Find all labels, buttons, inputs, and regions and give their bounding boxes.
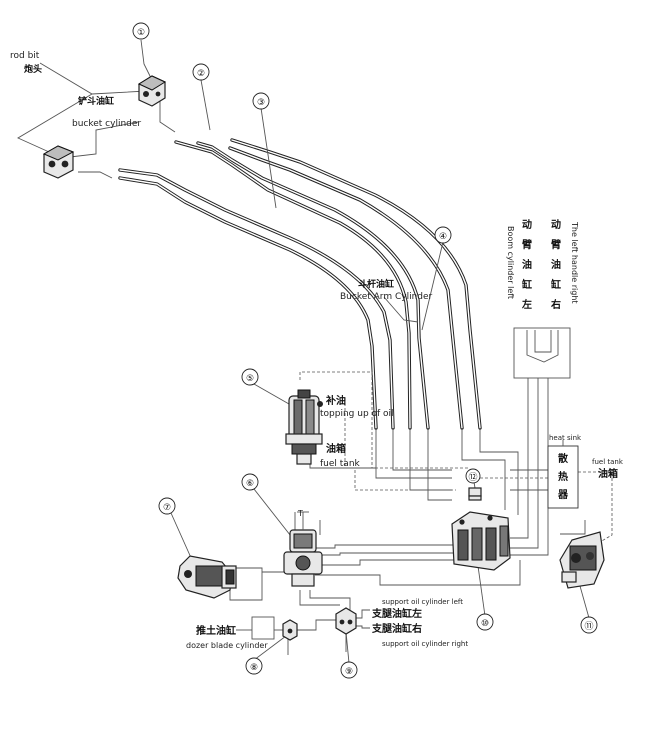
small-valve-icon — [282, 619, 298, 641]
boom-cn-right-1: 臂 — [551, 238, 561, 251]
component-7-rotary-motor — [177, 555, 237, 599]
hose-2 — [174, 140, 412, 430]
fuel-tank-mid-label-cn: 油箱 — [326, 442, 346, 455]
gear-pump-icon — [559, 531, 605, 589]
boom-cn-right-2: 油 — [551, 258, 561, 271]
callout-10: ⑩ — [476, 613, 494, 631]
heat-sink-label-en: heat sink — [549, 434, 582, 442]
topping-oil-label-en: topping up of oil — [320, 409, 394, 419]
callout-3: ③ — [252, 92, 270, 110]
fuel-tank-mid-label-en: fuel tank — [320, 459, 361, 469]
callout-12-text: ⑫ — [468, 472, 477, 483]
rod-bit-label-cn: 炮头 — [24, 63, 42, 75]
hose-3 — [118, 168, 395, 430]
support-right-label-cn: 支腿油缸右 — [371, 622, 422, 635]
callout-7-text: ⑦ — [163, 503, 171, 513]
hose-bundle — [118, 138, 482, 430]
boom-cn-left-0: 动 — [522, 218, 532, 231]
fuel-tank-right-label-en: fuel tank — [592, 458, 624, 466]
boom-cylinder-right-cn: 动 臂 油 缸 右 — [550, 218, 561, 311]
component-12-small-valve — [468, 487, 482, 501]
callout-5: ⑤ — [241, 368, 259, 386]
boom-cn-right-0: 动 — [551, 218, 561, 231]
callout-4: ④ — [434, 226, 452, 244]
rod-bit-label-en: rod bit — [10, 51, 40, 61]
rotary-motor-icon — [177, 555, 237, 599]
hydraulic-pump-icon — [285, 389, 323, 465]
bucket-arm-label-cn: 斗杆油缸 — [358, 278, 394, 290]
bucket-arm-label-en: Bucket Arm Cylinder — [340, 292, 433, 302]
component-1-valve-block — [137, 75, 167, 107]
hose-4 — [118, 176, 378, 430]
valve-block-icon — [42, 145, 75, 179]
topping-oil-label-cn: 补油 — [325, 394, 346, 407]
callout-3-text: ③ — [257, 98, 265, 108]
component-rod-bit-block — [42, 145, 75, 179]
heat-sink-box — [547, 440, 579, 509]
callout-10-text: ⑩ — [481, 619, 489, 629]
support-left-label-cn: 支腿油缸左 — [371, 607, 422, 620]
support-right-label-en: support oil cylinder right — [382, 640, 468, 648]
callout-1: ① — [132, 22, 150, 40]
dozer-blade-label-en: dozer blade cylinder — [186, 641, 268, 650]
callout-1-text: ① — [137, 28, 145, 38]
boom-cn-left-3: 缸 — [521, 278, 532, 291]
bucket-cylinder-label-cn: 铲斗油缸 — [78, 95, 114, 107]
callout-9-text: ⑨ — [345, 667, 353, 677]
callout-2: ② — [192, 63, 210, 81]
hose-1 — [196, 141, 430, 430]
callout-4-text: ④ — [439, 232, 447, 242]
component-9-small-valve — [335, 607, 357, 635]
callout-6-text: ⑥ — [246, 479, 254, 489]
heat-sink-cn-0: 散 — [558, 452, 569, 465]
callouts: ① ② ③ ④ ⑤ ⑥ ⑦ ⑧ — [132, 22, 598, 679]
callout-12: ⑫ — [465, 468, 481, 484]
callout-7: ⑦ — [158, 497, 176, 515]
component-10-multiway-valve — [451, 511, 511, 571]
heat-sink-label-cn: 散 热 器 — [557, 452, 569, 501]
hose-5 — [228, 146, 464, 430]
callout-6: ⑥ — [241, 473, 259, 491]
bucket-cylinder-label-en: bucket cylinder — [72, 119, 141, 129]
heat-sink-cn-2: 器 — [557, 489, 569, 501]
boom-cn-right-3: 缸 — [550, 278, 561, 291]
gear-pump-icon — [283, 511, 323, 587]
hose-6 — [230, 138, 482, 430]
callout-9: ⑨ — [340, 661, 358, 679]
left-handle-right-label: The left handle right — [570, 221, 579, 304]
component-11-gear-pump — [559, 531, 605, 589]
component-6-gear-pump — [283, 511, 323, 587]
multiway-valve-icon — [451, 511, 511, 571]
small-valve-icon — [468, 487, 482, 501]
boom-cn-left-4: 左 — [521, 298, 532, 311]
callout-2-text: ② — [197, 69, 205, 79]
component-8-small-valve — [282, 619, 298, 641]
labels: rod bit 炮头 铲斗油缸 bucket cylinder 斗杆油缸 Buc… — [10, 51, 624, 650]
callout-11: ⑪ — [580, 616, 598, 634]
tank-t-mark: T — [297, 509, 303, 518]
boom-cylinder-left-label: Boom cylinder left — [506, 226, 515, 299]
dozer-blade-label-cn: 推土油缸 — [196, 624, 236, 637]
boom-cn-right-4: 右 — [550, 298, 561, 311]
callout-8-text: ⑧ — [250, 663, 258, 673]
callout-5-text: ⑤ — [246, 374, 254, 384]
callout-11-text: ⑪ — [584, 621, 593, 632]
valve-block-icon — [137, 75, 167, 107]
fuel-tank-right-label-cn: 油箱 — [598, 467, 618, 480]
heat-sink-cn-1: 热 — [558, 470, 568, 483]
boom-cn-left-1: 臂 — [522, 238, 532, 251]
callout-8: ⑧ — [245, 657, 263, 675]
boom-cn-left-2: 油 — [522, 258, 532, 271]
support-left-label-en: support oil cylinder left — [382, 598, 463, 606]
small-valve-icon — [335, 607, 357, 635]
component-5-hydraulic-pump — [285, 389, 323, 465]
boom-cylinder-left-cn: 动 臂 油 缸 左 — [521, 218, 532, 311]
